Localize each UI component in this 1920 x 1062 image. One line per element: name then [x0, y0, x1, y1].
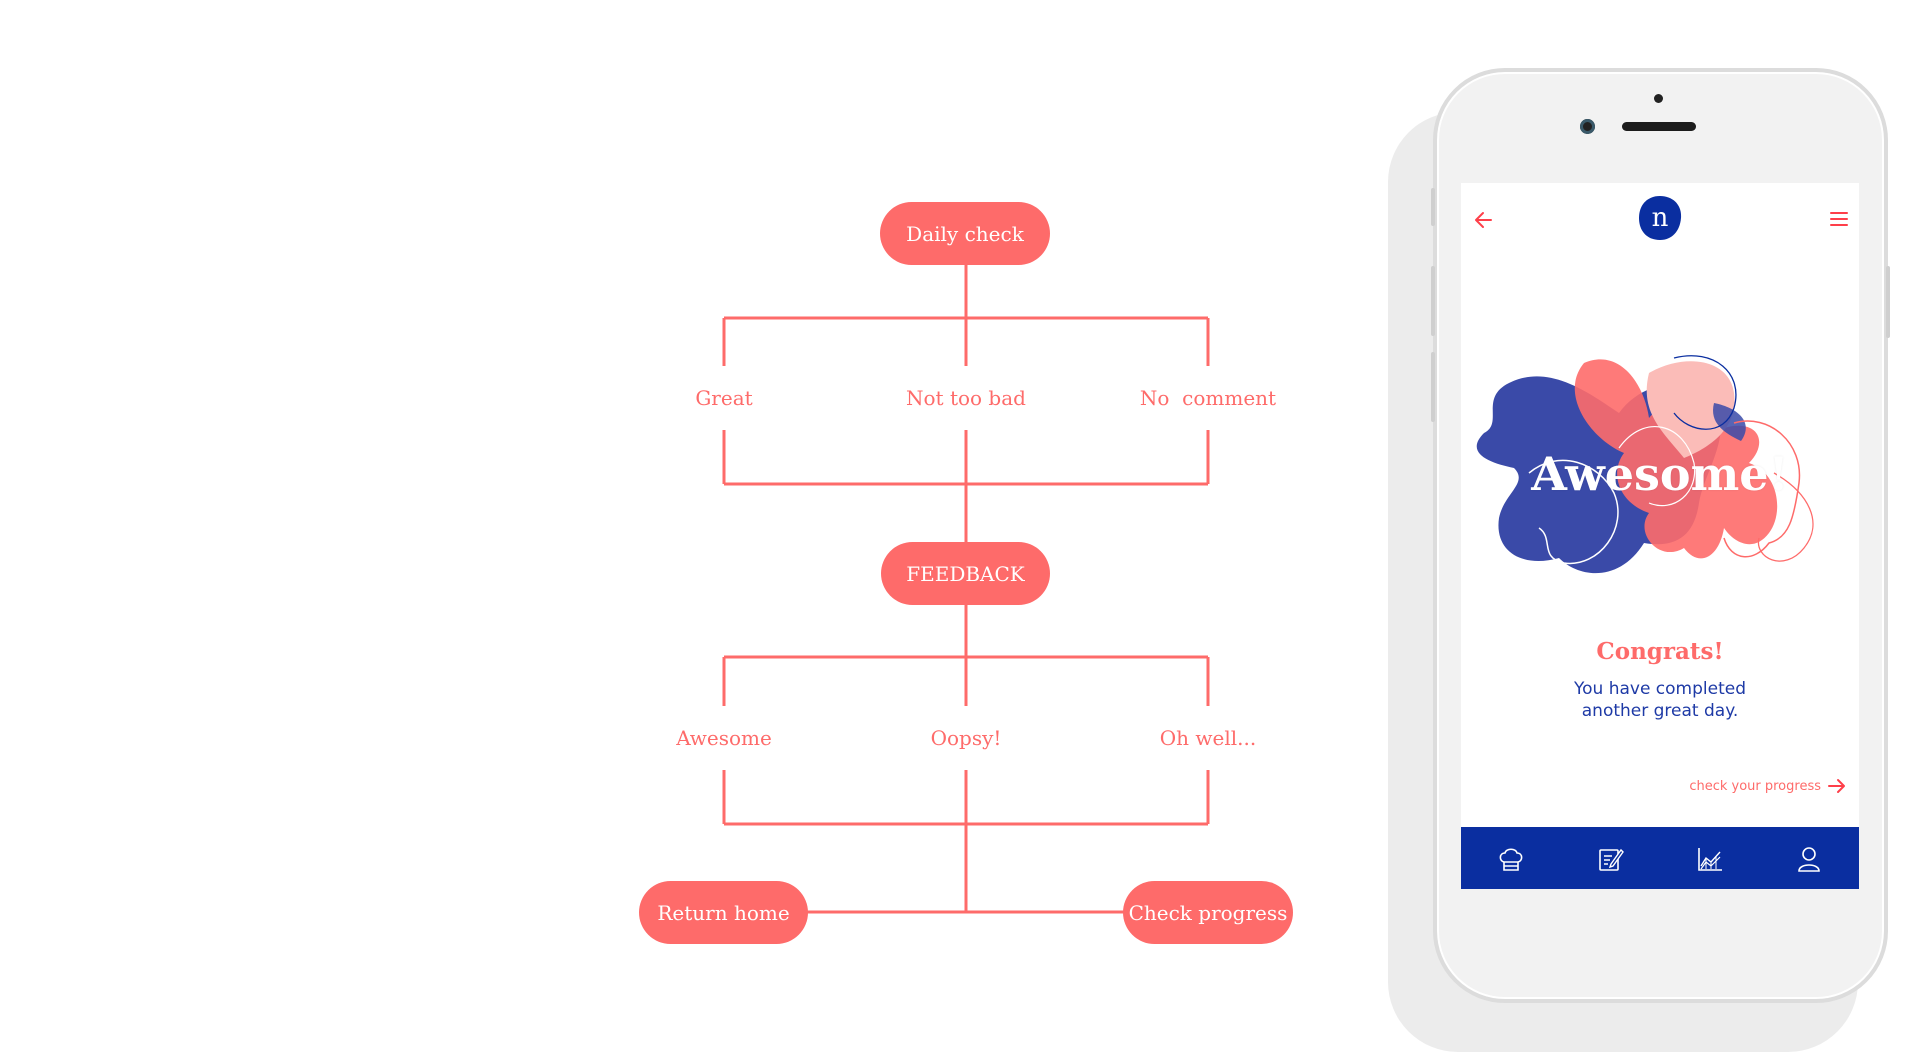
- profile-icon[interactable]: [1794, 844, 1824, 874]
- arrow-left-icon[interactable]: [1471, 207, 1497, 233]
- mute-switch: [1431, 188, 1435, 226]
- option-not-too-bad: Not too bad: [846, 386, 1086, 410]
- completion-message-line: You have completed: [1573, 679, 1747, 699]
- option-no-comment: No comment: [1088, 386, 1328, 410]
- check-progress-label: check your progress: [1689, 778, 1821, 794]
- bottom-nav-bar: [1461, 827, 1859, 889]
- node-check-progress: Check progress: [1123, 881, 1293, 944]
- option-oopsy: Oopsy!: [846, 726, 1086, 750]
- front-camera: [1580, 119, 1595, 134]
- hero-awesome-text: Awesome!: [1531, 447, 1789, 501]
- chef-hat-icon[interactable]: [1496, 844, 1526, 874]
- volume-up-button: [1431, 266, 1435, 336]
- volume-down-button: [1431, 352, 1435, 422]
- node-return-home: Return home: [639, 881, 808, 944]
- check-progress-link[interactable]: check your progress: [1689, 778, 1847, 794]
- earpiece-speaker: [1622, 122, 1696, 131]
- power-button: [1886, 266, 1890, 338]
- completion-message: You have completed another great day.: [1461, 678, 1859, 722]
- notepad-icon[interactable]: [1595, 844, 1625, 874]
- option-awesome: Awesome: [604, 726, 844, 750]
- arrow-right-icon: [1828, 779, 1845, 793]
- congrats-title: Congrats!: [1596, 638, 1724, 665]
- app-logo-letter: n: [1652, 203, 1669, 233]
- node-feedback: FEEDBACK: [881, 542, 1050, 605]
- option-oh-well: Oh well...: [1088, 726, 1328, 750]
- hamburger-menu-icon[interactable]: [1827, 207, 1851, 231]
- app-logo-icon: n: [1639, 196, 1682, 240]
- option-great: Great: [604, 386, 844, 410]
- phone-screen: n Awesome! Congrats! You have completed …: [1461, 183, 1859, 889]
- completion-message-line: another great day.: [1581, 701, 1739, 721]
- node-daily-check: Daily check: [880, 202, 1050, 265]
- chart-icon[interactable]: [1695, 844, 1725, 874]
- proximity-sensor: [1654, 94, 1663, 103]
- celebration-blob-illustration: [1476, 355, 1814, 574]
